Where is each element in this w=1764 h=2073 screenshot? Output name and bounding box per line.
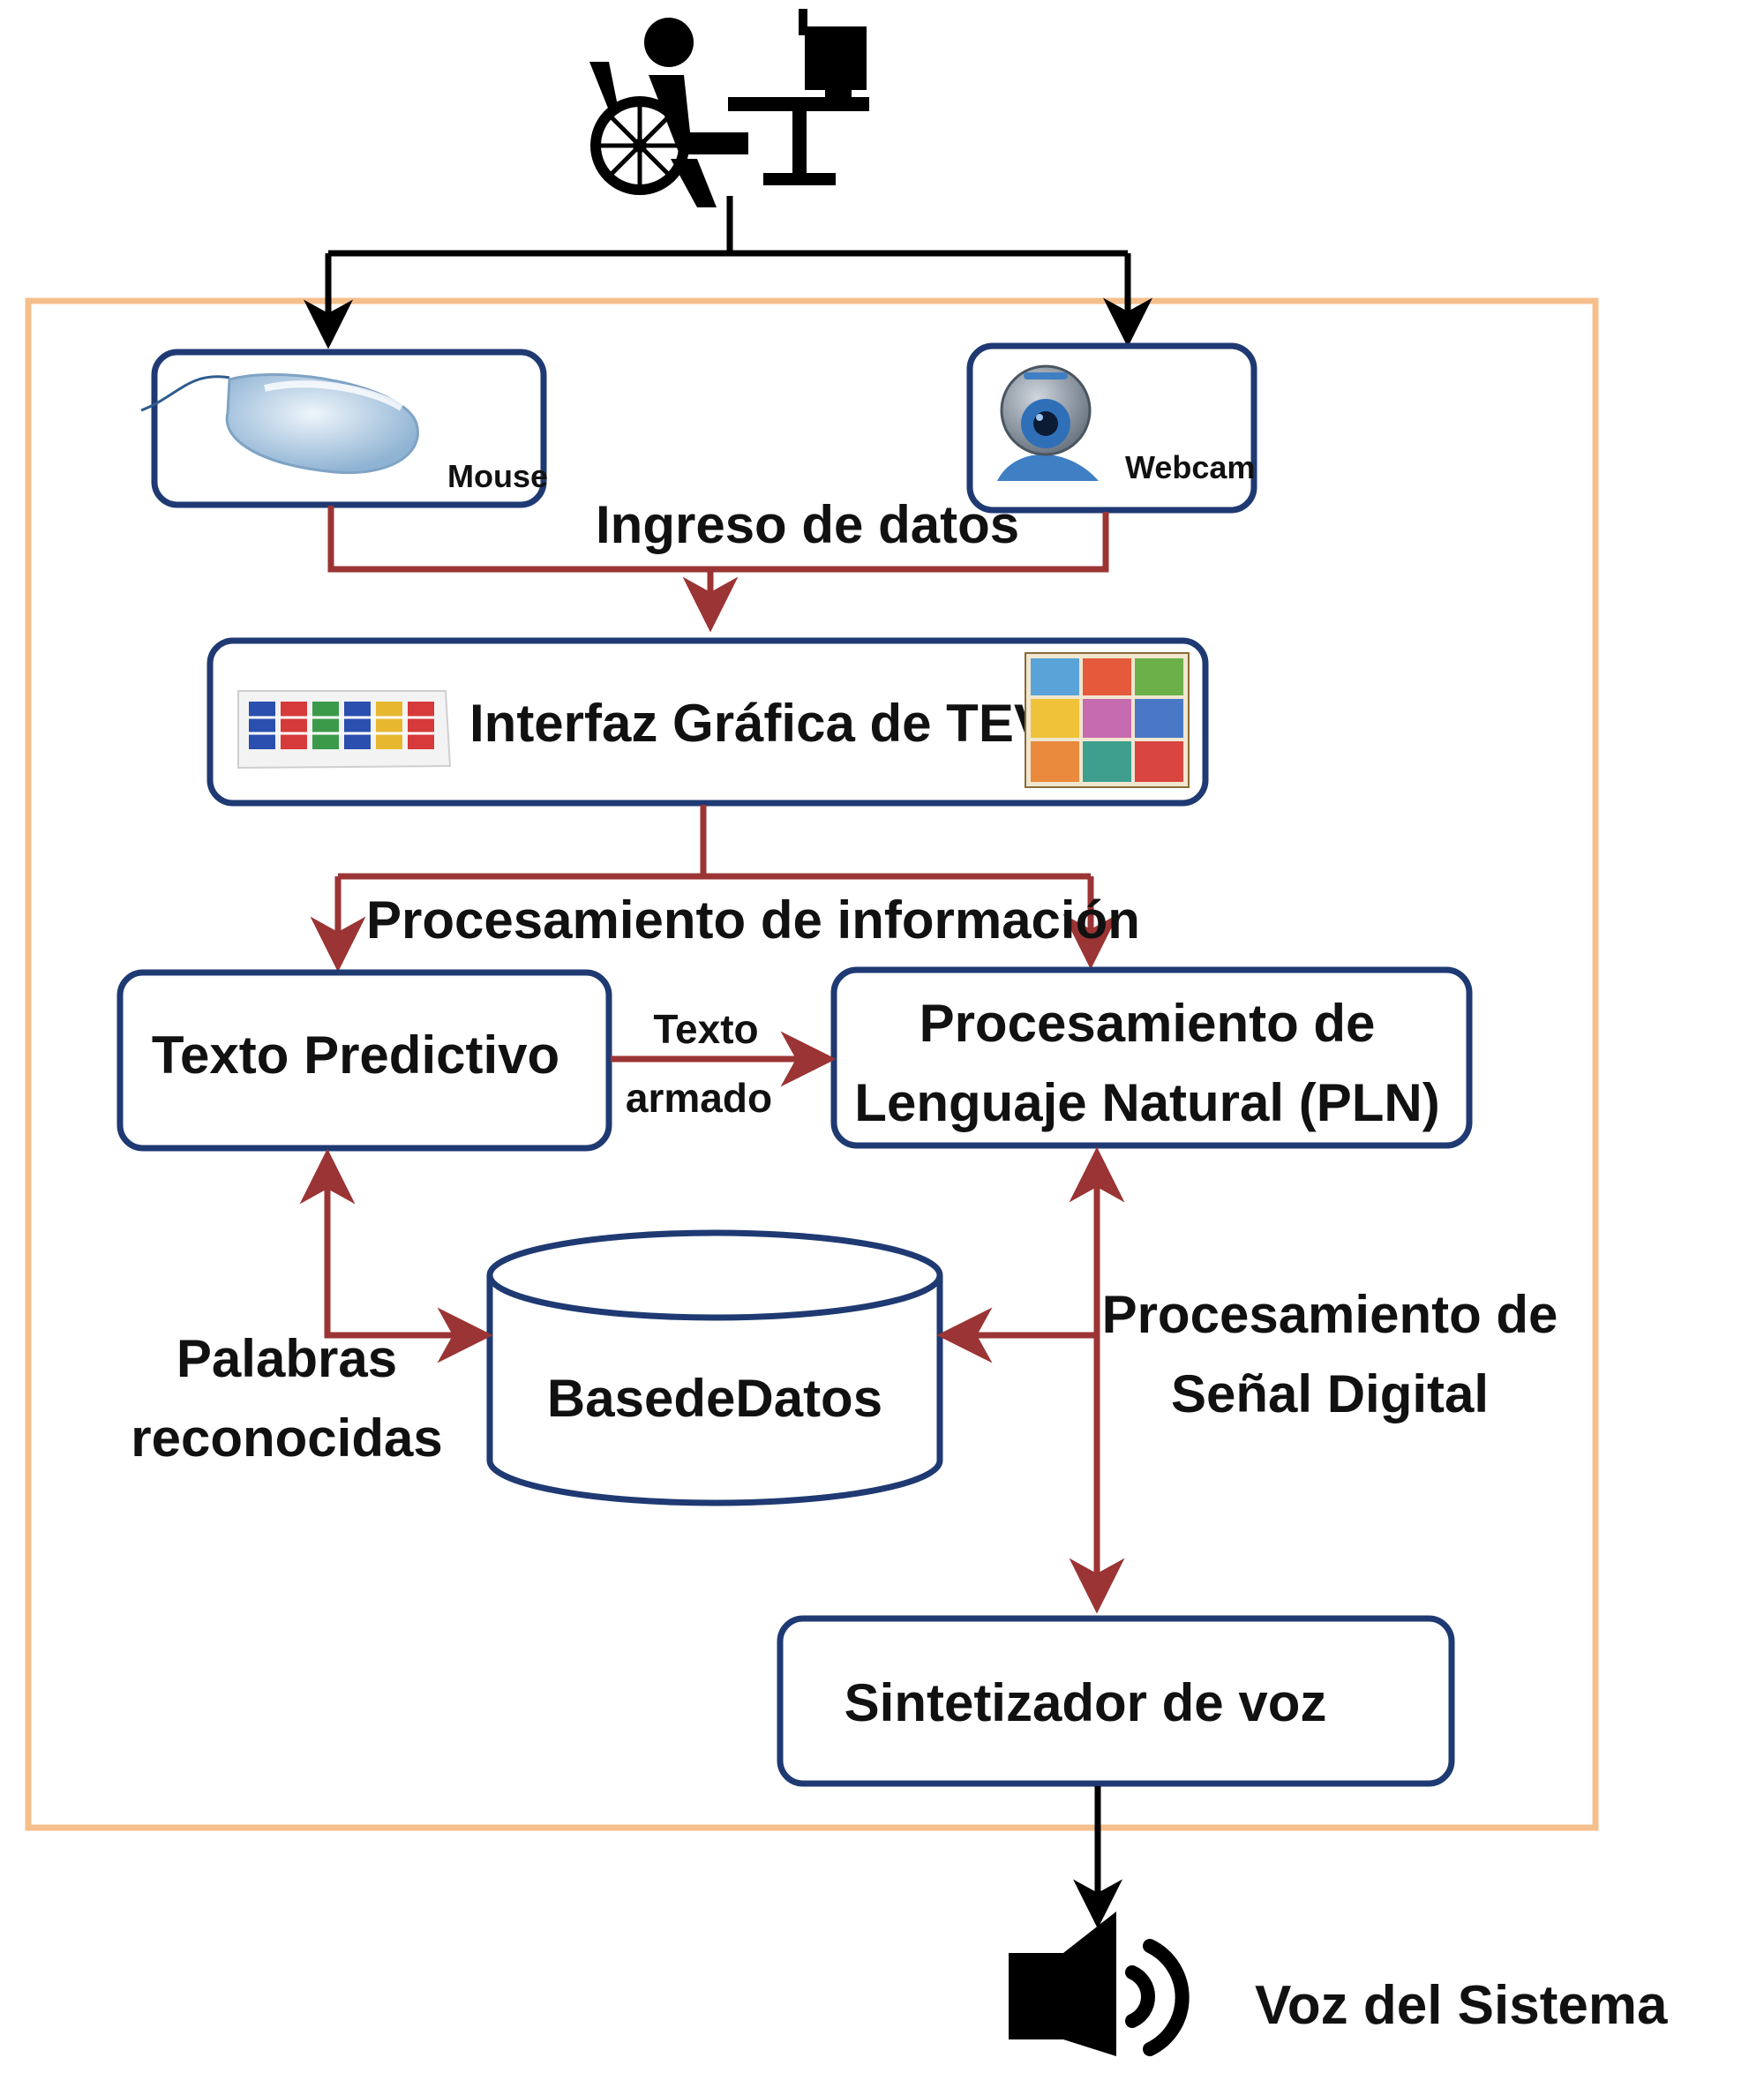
mouse-icon <box>140 373 419 475</box>
data-input-label: Ingreso de datos <box>596 495 1019 554</box>
dsp-label-1: Procesamiento de <box>1102 1285 1558 1344</box>
interface-box <box>206 637 1209 807</box>
system-frame <box>25 297 1599 1831</box>
keyboard-icon <box>237 690 452 770</box>
database-label: BasedeDatos <box>547 1369 882 1428</box>
synthesizer-label: Sintetizador de voz <box>844 1673 1327 1732</box>
wheelchair-user-computer-icon <box>589 9 869 207</box>
recognized-words-label-2: reconocidas <box>131 1408 442 1468</box>
predictive-text-box <box>116 969 612 1152</box>
built-text-label-1: Texto <box>653 1006 758 1052</box>
recognized-words-connector <box>299 1148 493 1363</box>
pln-label-line2: Lenguaje Natural (PLN) <box>854 1073 1439 1132</box>
built-text-label-2: armado <box>626 1075 772 1121</box>
pictogram-board-icon <box>1025 652 1190 788</box>
webcam-icon <box>997 364 1099 481</box>
dsp-label-2: Señal Digital <box>1171 1364 1489 1423</box>
database-cylinder <box>486 1229 943 1506</box>
system-voice-label: Voz del Sistema <box>1255 1975 1668 2036</box>
info-processing-label: Procesamiento de información <box>366 890 1140 950</box>
pln-label-line1: Procesamiento de <box>920 994 1376 1053</box>
predictive-text-label: Texto Predictivo <box>152 1025 559 1085</box>
webcam-label: Webcam <box>1125 449 1255 485</box>
data-input-connector <box>327 506 1109 633</box>
info-processing-connector <box>310 805 1119 973</box>
user-input-arrows <box>304 196 1152 349</box>
interface-label: Interfaz Gráfica de TEVI <box>469 694 1064 753</box>
speaker-icon <box>1009 1912 1190 2056</box>
recognized-words-label-1: Palabras <box>176 1329 397 1388</box>
mouse-label: Mouse <box>447 458 548 494</box>
synthesizer-box <box>777 1615 1455 1787</box>
dsp-connector <box>936 1146 1125 1614</box>
